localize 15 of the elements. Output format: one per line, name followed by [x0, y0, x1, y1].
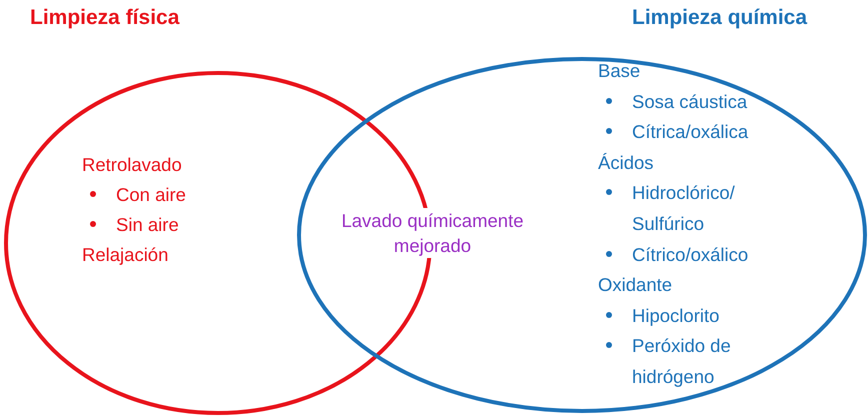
set-title: Limpieza química	[632, 6, 808, 30]
list-item: Hipoclorito	[632, 304, 720, 328]
list-item: Hidroclórico/ Sulfúrico	[632, 181, 736, 236]
list-item: Cítrico/oxálico	[632, 242, 748, 267]
list-heading: Ácidos	[598, 150, 654, 175]
list-heading: Oxidante	[598, 273, 672, 298]
list-heading: Retrolavado	[82, 153, 182, 177]
list-heading: Base	[598, 59, 640, 83]
list-heading: Relajación	[82, 243, 168, 267]
list-item: Peróxido de hidrógeno	[632, 334, 732, 389]
set-title: Limpieza física	[30, 6, 180, 30]
list-item: Cítrica/oxálica	[632, 120, 748, 144]
list-item: Sosa cáustica	[632, 90, 748, 114]
list-item: Sin aire	[116, 213, 179, 237]
list-item: Con aire	[116, 183, 186, 207]
